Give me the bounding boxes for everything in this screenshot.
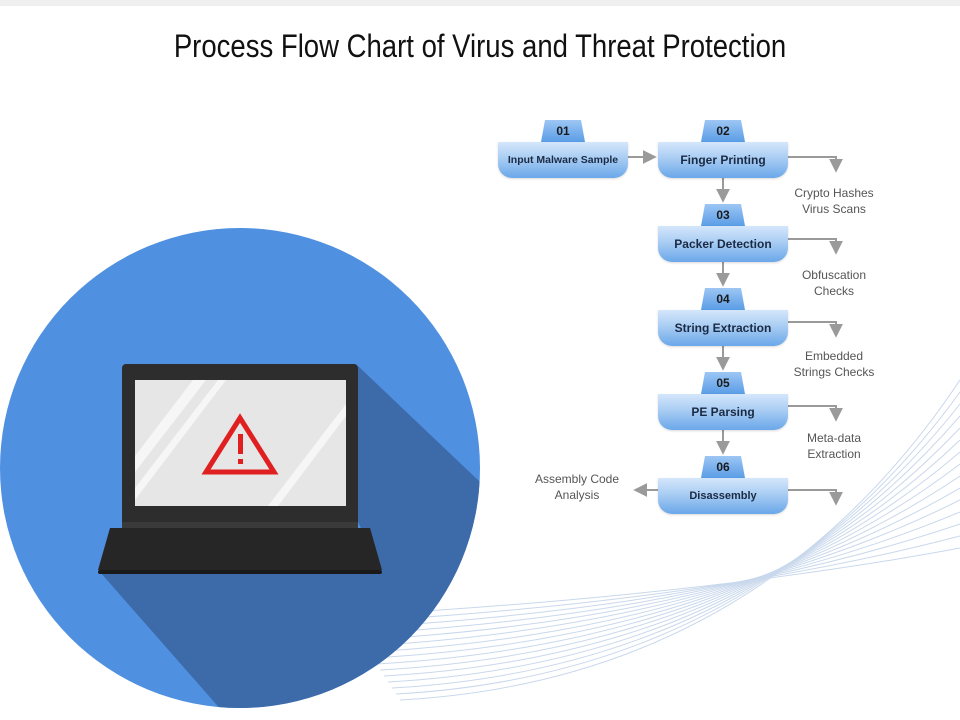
note-line: Assembly Code — [534, 472, 620, 486]
step-number: 05 — [716, 376, 730, 390]
arrow-03-side — [788, 238, 843, 255]
step-box — [658, 478, 788, 514]
warning-icon — [201, 413, 279, 475]
step-number: 03 — [716, 208, 730, 222]
step-number-tab — [701, 288, 745, 310]
step-label: PE Parsing — [691, 405, 755, 419]
step-label: Disassembly — [689, 490, 757, 502]
step-label: Input Malware Sample — [507, 154, 619, 166]
laptop-illustration — [0, 228, 480, 708]
step-box — [658, 394, 788, 430]
step-number: 06 — [716, 460, 730, 474]
step-02: 02 Finger Printing — [658, 120, 788, 178]
step-05: 05 PE Parsing — [658, 372, 788, 430]
note-line: Crypto Hashes — [794, 186, 874, 200]
note-crypto-hashes: Crypto Hashes Virus Scans — [779, 185, 889, 217]
note-line: Extraction — [807, 447, 861, 461]
step-box — [658, 310, 788, 346]
step-label: String Extraction — [674, 321, 772, 335]
step-number: 02 — [716, 124, 730, 138]
step-label: Finger Printing — [680, 153, 766, 167]
note-embedded-strings: Embedded Strings Checks — [779, 348, 889, 380]
arrow-06-side — [788, 489, 843, 506]
step-number-tab — [541, 120, 585, 142]
arrow-02-side — [788, 156, 843, 173]
arrow-05-side — [788, 405, 843, 422]
note-line: Analysis — [554, 488, 600, 502]
flow-connectors — [628, 150, 843, 506]
page-title: Process Flow Chart of Virus and Threat P… — [173, 28, 787, 64]
step-box — [498, 142, 628, 178]
decorative-swoosh — [343, 379, 960, 701]
note-line: Meta-data — [806, 431, 862, 445]
step-number-tab — [701, 204, 745, 226]
step-number: 01 — [556, 124, 570, 138]
note-line: Embedded — [804, 349, 864, 363]
laptop-shadow — [100, 366, 480, 708]
top-bar — [0, 0, 960, 6]
step-box — [658, 226, 788, 262]
step-number-tab — [701, 120, 745, 142]
step-01: 01 Input Malware Sample — [498, 120, 628, 178]
note-line: Obfuscation — [801, 268, 867, 282]
step-number: 04 — [716, 292, 730, 306]
step-03: 03 Packer Detection — [658, 204, 788, 262]
note-line: Checks — [813, 284, 854, 298]
arrow-04-side — [788, 321, 843, 338]
laptop-icon — [98, 364, 382, 574]
step-number-tab — [701, 372, 745, 394]
note-assembly-code: Assembly Code Analysis — [522, 471, 632, 503]
note-meta-data: Meta-data Extraction — [779, 430, 889, 462]
note-line: Virus Scans — [802, 202, 866, 216]
step-04: 04 String Extraction — [658, 288, 788, 346]
note-obfuscation: Obfuscation Checks — [779, 267, 889, 299]
step-box — [658, 142, 788, 178]
step-06: 06 Disassembly — [658, 456, 788, 514]
note-line: Strings Checks — [793, 365, 875, 379]
step-number-tab — [701, 456, 745, 478]
step-label: Packer Detection — [674, 237, 772, 251]
